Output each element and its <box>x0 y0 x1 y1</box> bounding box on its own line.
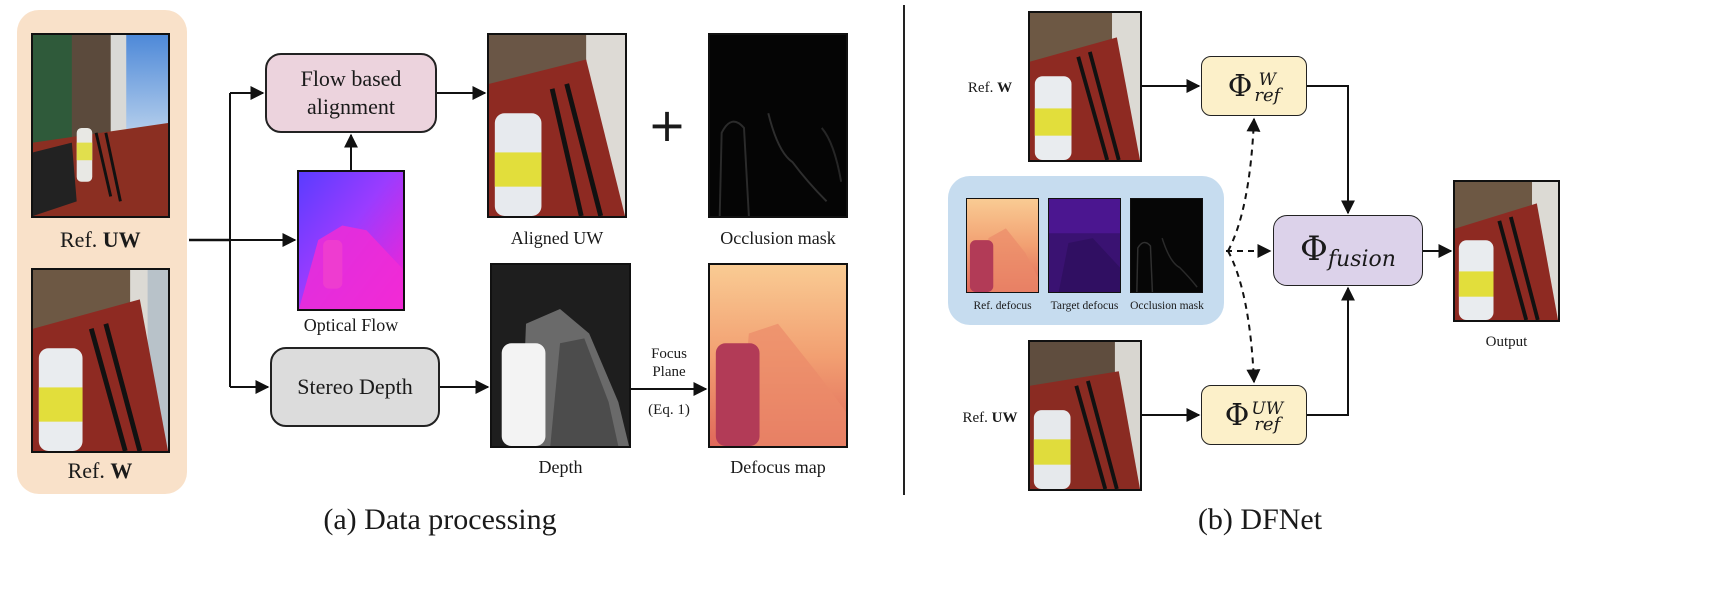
dashed-arrow-to-phi-uw <box>1227 250 1261 384</box>
ref-w-label: Ref. W <box>67 458 133 483</box>
phi-fusion-box: Φfusion <box>1273 215 1423 286</box>
optical-flow-label: Optical Flow <box>303 315 399 335</box>
caption-data-processing: (a) Data processing <box>323 503 557 536</box>
arrow-phi-w-to-fusion <box>1307 85 1355 215</box>
target-defocus-label: Target defocus <box>1050 300 1119 312</box>
phi-fusion-symbol: Φfusion <box>1300 229 1396 272</box>
output-image <box>1453 180 1560 322</box>
depth-image <box>490 263 631 448</box>
dfnet-ref-w-label: Ref. W <box>967 80 1013 96</box>
occlusion-mask-label: Occlusion mask <box>720 228 836 248</box>
plus-sign: + <box>647 98 687 152</box>
dashed-arrow-to-phi-w <box>1227 117 1261 252</box>
dfnet-occlusion-mask-label: Occlusion mask <box>1130 300 1204 312</box>
aligned-uw-image <box>487 33 627 218</box>
ref-w-image <box>31 268 170 453</box>
target-defocus-image <box>1048 198 1121 293</box>
focus-plane-label: Focus Plane <box>640 345 698 381</box>
focus-label-line1: Focus <box>651 346 687 362</box>
dfnet-ref-uw-image <box>1028 340 1142 491</box>
dfnet-occlusion-mask-image <box>1130 198 1203 293</box>
flow-based-alignment-box: Flow based alignment <box>265 53 437 133</box>
aligned-uw-label: Aligned UW <box>510 228 604 248</box>
output-label: Output <box>1485 334 1528 350</box>
ref-defocus-image <box>966 198 1039 293</box>
dfnet-ref-w-image <box>1028 11 1142 162</box>
ref-defocus-label: Ref. defocus <box>973 300 1032 312</box>
panel-divider <box>903 5 905 495</box>
stereo-depth-box: Stereo Depth <box>270 347 440 427</box>
ref-uw-label: Ref. UW <box>60 227 141 252</box>
flow-box-line1: Flow based <box>300 66 402 91</box>
caption-dfnet: (b) DFNet <box>1197 503 1323 536</box>
focus-equation-label: (Eq. 1) <box>648 402 690 418</box>
defocus-map-label: Defocus map <box>730 457 826 477</box>
defocus-map-image <box>708 263 848 448</box>
flow-box-line2: alignment <box>307 94 395 119</box>
optical-flow-image <box>297 170 405 311</box>
focus-label-line2: Plane <box>652 364 686 380</box>
ref-uw-image <box>31 33 170 218</box>
depth-label: Depth <box>538 457 583 477</box>
arrow-phi-uw-to-fusion <box>1307 286 1355 416</box>
occlusion-mask-image <box>708 33 848 218</box>
dfnet-ref-uw-label: Ref. UW <box>962 410 1018 426</box>
stereo-depth-label: Stereo Depth <box>297 374 413 399</box>
